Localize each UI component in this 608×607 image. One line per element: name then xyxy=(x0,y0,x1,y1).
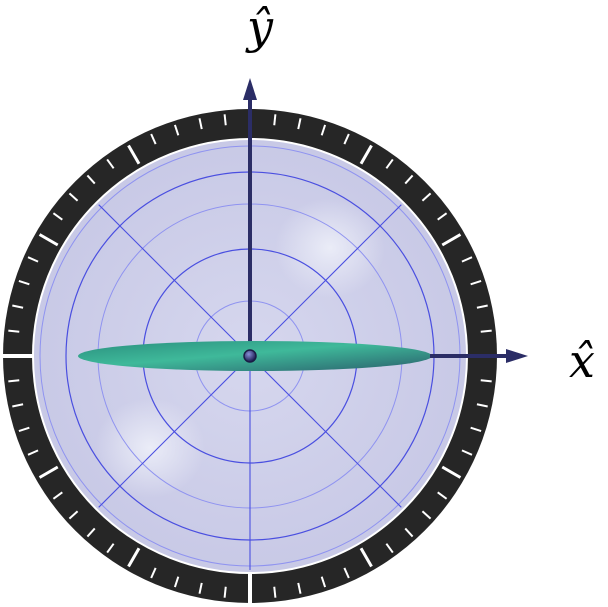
bezel-tick xyxy=(385,158,394,169)
bezel-tick xyxy=(273,114,277,126)
bezel-tick xyxy=(437,212,448,221)
bezel-tick xyxy=(38,233,59,247)
bezel-tick xyxy=(223,586,227,598)
bezel-tick xyxy=(52,491,63,500)
bezel-tick xyxy=(86,527,96,538)
bezel-tick xyxy=(106,158,115,169)
bezel-tick xyxy=(297,582,302,594)
bezel-tick xyxy=(18,279,30,286)
y-axis-arrowhead xyxy=(243,78,257,100)
bezel-tick xyxy=(173,124,180,136)
bezel-tick xyxy=(437,491,448,500)
bezel-tick xyxy=(343,133,350,145)
bezel-tick xyxy=(150,567,157,579)
bezel-tick xyxy=(480,379,492,383)
bezel-tick xyxy=(461,449,473,456)
bezel-tick xyxy=(52,212,63,221)
bezel-tick xyxy=(320,576,327,588)
bezel-tick xyxy=(441,233,462,247)
bezel-tick xyxy=(12,304,24,309)
bezel-tick xyxy=(404,174,414,185)
bezel-tick xyxy=(421,510,432,520)
y-axis-label: ŷ xyxy=(247,0,273,54)
bezel-tick xyxy=(359,547,373,568)
bezel-tick xyxy=(320,124,327,136)
bezel-tick xyxy=(343,567,350,579)
center-point-icon xyxy=(243,349,257,363)
bezel-tick xyxy=(476,304,488,309)
bezel-tick xyxy=(470,279,482,286)
bezel-tick xyxy=(385,543,394,554)
bezel-tick xyxy=(173,576,180,588)
bezel-tick xyxy=(470,426,482,433)
sphere-highlight-lower xyxy=(95,398,205,498)
bezel-tick xyxy=(68,510,79,520)
bezel-tick xyxy=(461,256,473,263)
bezel-tick xyxy=(8,379,20,383)
x-axis-arrowhead xyxy=(506,349,528,363)
bezel-tick xyxy=(68,192,79,202)
bezel-tick xyxy=(476,403,488,408)
bezel-tick xyxy=(150,133,157,145)
bezel-tick xyxy=(27,256,39,263)
x-axis-label: x̂ xyxy=(569,334,595,388)
bezel-tick xyxy=(27,449,39,456)
bezel-tick xyxy=(8,329,20,333)
bezel-tick xyxy=(297,118,302,130)
bezel-tick xyxy=(127,547,141,568)
sphere-highlight-upper xyxy=(275,198,385,298)
bezel-tick xyxy=(359,144,373,165)
bezel-tick xyxy=(12,403,24,408)
bezel-tick xyxy=(404,527,414,538)
bezel-tick xyxy=(198,118,203,130)
bezel-tick xyxy=(86,174,96,185)
bezel-tick xyxy=(106,543,115,554)
bezel-tick xyxy=(480,329,492,333)
bezel-tick xyxy=(127,144,141,165)
bezel-tick xyxy=(273,586,277,598)
bezel-tick xyxy=(421,192,432,202)
bezel-tick xyxy=(223,114,227,126)
bezel-tick xyxy=(18,426,30,433)
bezel-tick xyxy=(198,582,203,594)
bezel-tick xyxy=(441,465,462,479)
bezel-tick xyxy=(38,465,59,479)
